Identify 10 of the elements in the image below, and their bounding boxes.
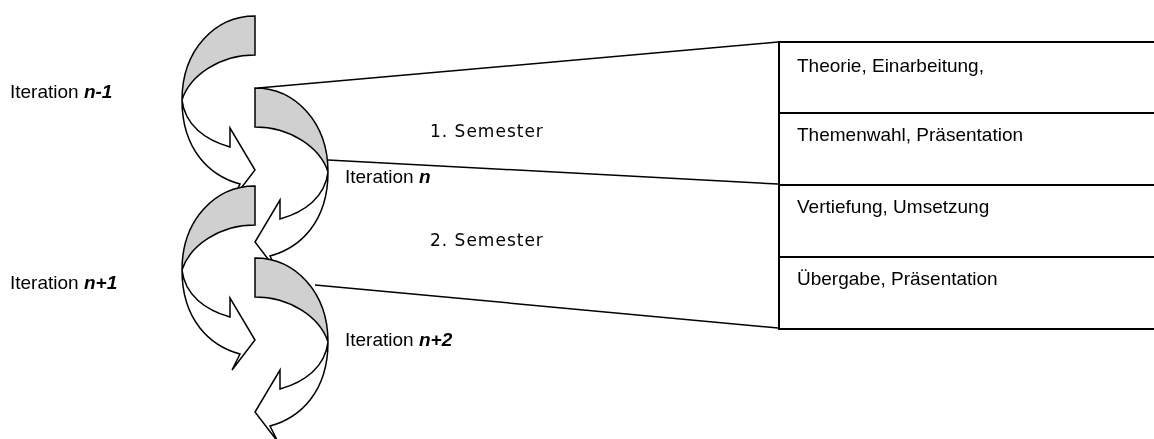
- iteration-label: Iteration n+2: [345, 329, 453, 351]
- table-cell: Theorie, Einarbeitung,: [778, 41, 1154, 114]
- table-cell: Themenwahl, Präsentation: [778, 112, 1154, 186]
- iteration-label: Iteration n-1: [10, 81, 113, 103]
- semester-label: 2. Semester: [430, 229, 544, 251]
- table-cell: Vertiefung, Umsetzung: [778, 184, 1154, 258]
- semester-label: 1. Semester: [430, 120, 544, 142]
- iteration-label: Iteration n: [345, 166, 431, 188]
- table-cell: Übergabe, Präsentation: [778, 256, 1154, 330]
- iteration-label: Iteration n+1: [10, 272, 118, 294]
